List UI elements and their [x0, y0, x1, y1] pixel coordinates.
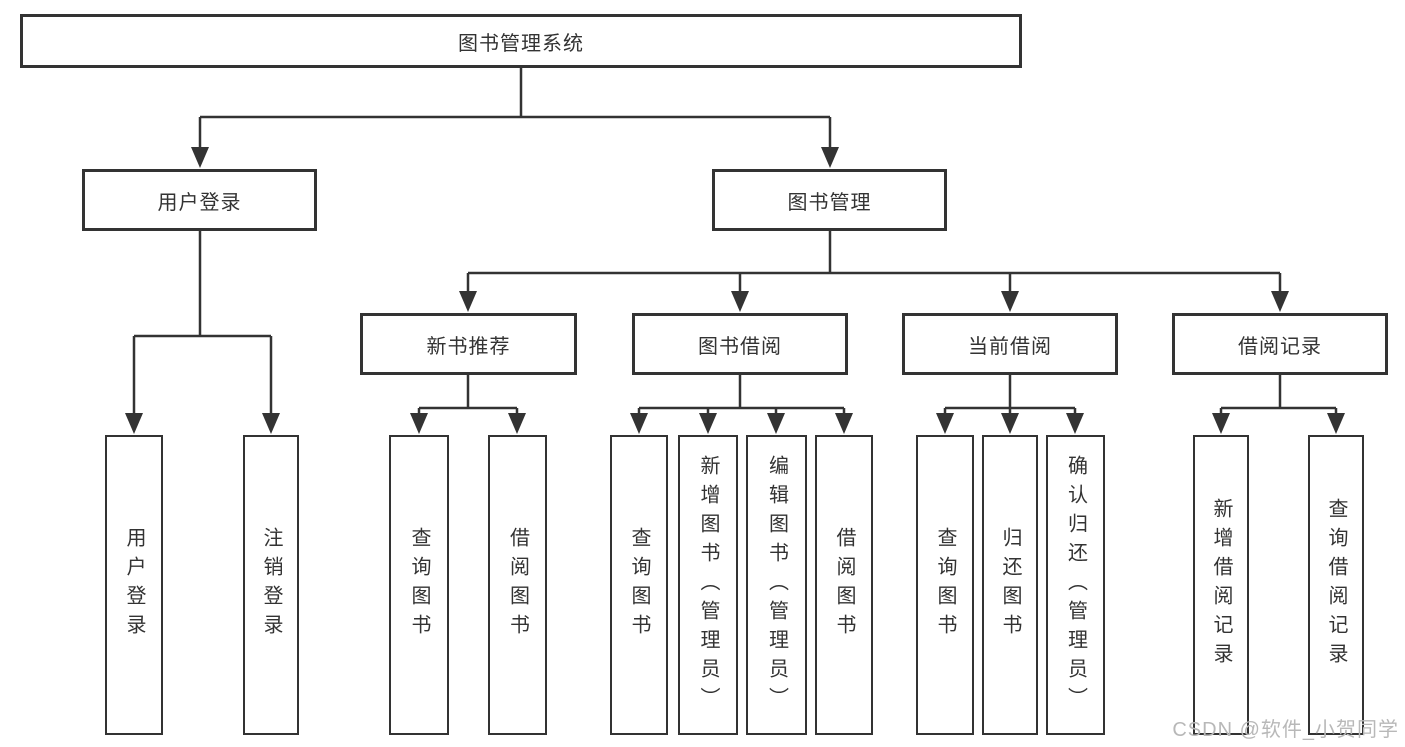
- leaf-current-query-books: 查询图书: [916, 435, 974, 735]
- node-current-borrow: 当前借阅: [902, 313, 1118, 375]
- node-book-management: 图书管理: [712, 169, 947, 231]
- leaf-add-books-admin: 新增图书（管理员）: [678, 435, 738, 735]
- node-book-borrow: 图书借阅: [632, 313, 848, 375]
- leaf-recommend-borrow-books-label: 借阅图书: [506, 527, 529, 643]
- leaf-add-books-admin-label: 新增图书（管理员）: [697, 454, 719, 716]
- node-book-management-label: 图书管理: [787, 191, 872, 214]
- node-user-login-label: 用户登录: [157, 191, 242, 214]
- node-user-login: 用户登录: [82, 169, 317, 231]
- leaf-borrow-books-label: 借阅图书: [833, 527, 855, 643]
- leaf-edit-books-admin: 编辑图书（管理员）: [746, 435, 807, 735]
- leaf-edit-books-admin-label: 编辑图书（管理员）: [765, 454, 788, 716]
- leaf-borrow-query-books: 查询图书: [610, 435, 668, 735]
- leaf-current-query-books-label: 查询图书: [934, 527, 956, 643]
- leaf-add-borrow-record: 新增借阅记录: [1193, 435, 1249, 735]
- leaf-borrow-books: 借阅图书: [815, 435, 873, 735]
- leaf-return-books-label: 归还图书: [999, 527, 1021, 643]
- leaf-query-borrow-record: 查询借阅记录: [1308, 435, 1364, 735]
- leaf-logout: 注销登录: [243, 435, 299, 735]
- leaf-logout-label: 注销登录: [260, 527, 282, 643]
- node-borrow-record-label: 借阅记录: [1238, 335, 1322, 358]
- csdn-watermark: CSDN @软件_小贺同学: [1172, 719, 1399, 741]
- node-new-book-recommend: 新书推荐: [360, 313, 577, 375]
- leaf-query-borrow-record-label: 查询借阅记录: [1325, 498, 1347, 672]
- leaf-borrow-query-books-label: 查询图书: [628, 527, 650, 643]
- node-root-label: 图书管理系统: [458, 32, 584, 55]
- leaf-recommend-borrow-books: 借阅图书: [488, 435, 547, 735]
- leaf-recommend-query-books-label: 查询图书: [408, 527, 430, 643]
- leaf-recommend-query-books: 查询图书: [389, 435, 449, 735]
- node-root: 图书管理系统: [20, 14, 1022, 68]
- node-new-book-recommend-label: 新书推荐: [426, 335, 511, 358]
- leaf-return-books: 归还图书: [982, 435, 1038, 735]
- leaf-user-login-label: 用户登录: [123, 527, 145, 643]
- leaf-add-borrow-record-label: 新增借阅记录: [1210, 498, 1232, 672]
- node-borrow-record: 借阅记录: [1172, 313, 1388, 375]
- leaf-confirm-return-admin-label: 确认归还（管理员）: [1064, 454, 1087, 716]
- node-current-borrow-label: 当前借阅: [968, 335, 1052, 358]
- node-book-borrow-label: 图书借阅: [698, 335, 782, 358]
- leaf-confirm-return-admin: 确认归还（管理员）: [1046, 435, 1105, 735]
- leaf-user-login: 用户登录: [105, 435, 163, 735]
